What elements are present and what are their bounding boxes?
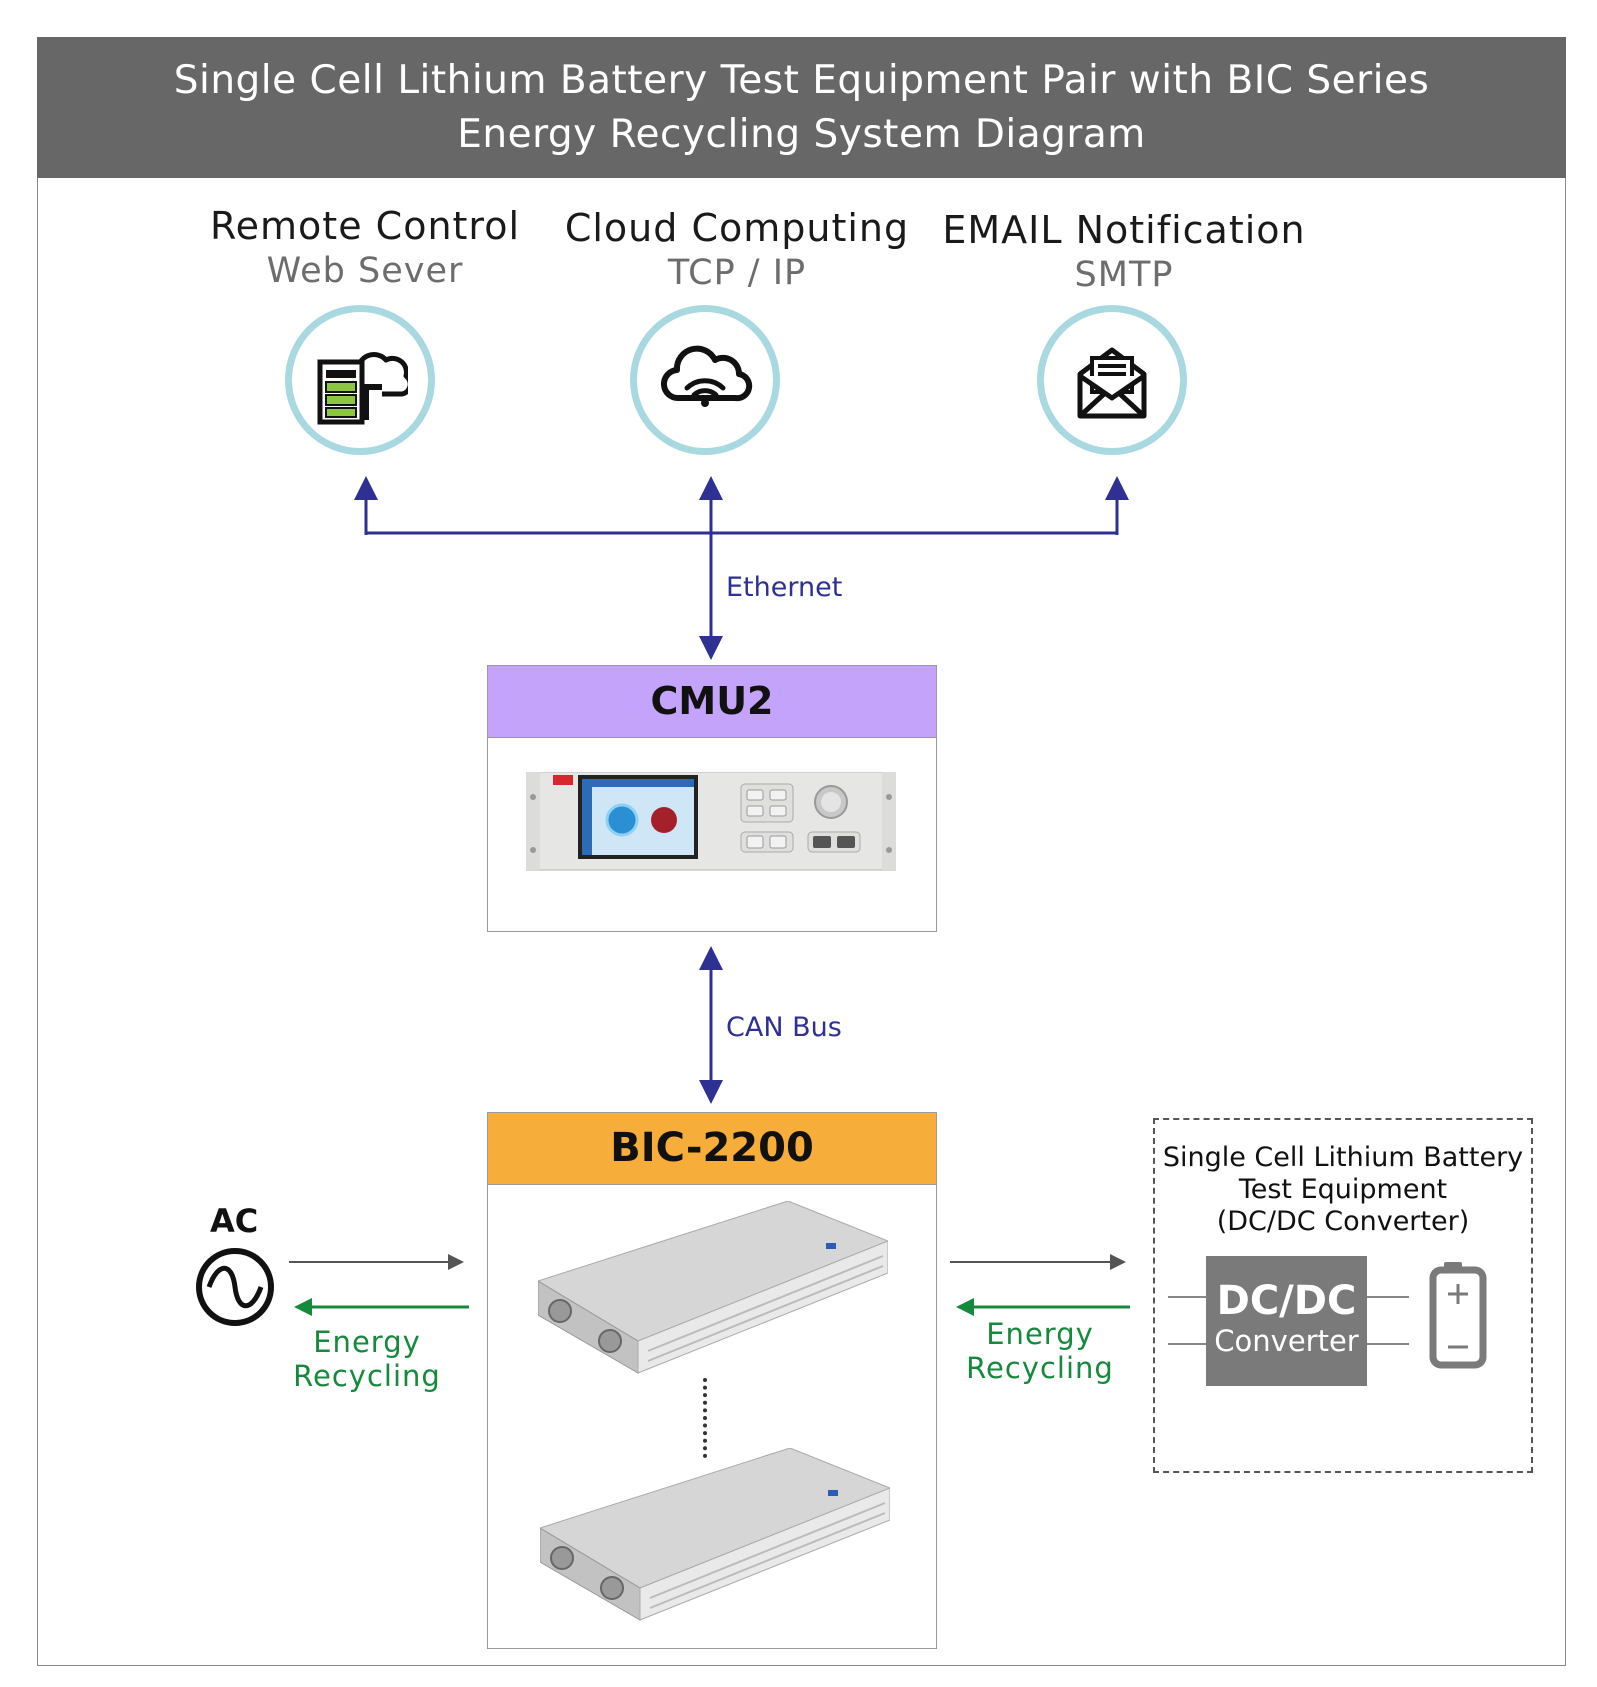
energy-recycling-right-line1: Energy (986, 1317, 1094, 1351)
battery-icon (1429, 1262, 1487, 1369)
ac-label: AC (210, 1202, 259, 1240)
cmu2-box: CMU2 (487, 665, 937, 932)
cmu2-device-image (526, 772, 896, 871)
service-title: Cloud Computing (564, 206, 910, 250)
bic-2200-title: BIC-2200 (488, 1113, 936, 1185)
remote-control-circle (285, 305, 435, 455)
server-cloud-icon (317, 352, 408, 425)
test-equipment-line3: (DC/DC Converter) (1216, 1206, 1470, 1237)
diagram-header: Single Cell Lithium Battery Test Equipme… (37, 37, 1566, 178)
converter-label: Converter (1214, 1324, 1359, 1358)
bic-unit-1-image (538, 1201, 888, 1374)
service-subtitle: Web Sever (266, 251, 464, 291)
test-equipment-box: Single Cell Lithium Battery Test Equipme… (1153, 1118, 1533, 1473)
dcdc-label: DC/DC (1216, 1278, 1357, 1324)
energy-recycling-left-label: Energy Recycling (287, 1325, 447, 1393)
cloud-wifi-icon (660, 345, 753, 407)
title-line-2: Energy Recycling System Diagram (457, 112, 1146, 157)
service-email-notification: EMAIL Notification SMTP (914, 207, 1334, 297)
ethernet-label: Ethernet (726, 572, 843, 603)
can-bus-label: CAN Bus (726, 1012, 842, 1043)
energy-recycling-right-line2: Recycling (966, 1351, 1114, 1385)
energy-recycling-left-line1: Energy (313, 1325, 421, 1359)
envelope-icon (1077, 347, 1147, 419)
dcdc-converter-block: DC/DC Converter (1206, 1256, 1367, 1386)
service-subtitle: SMTP (1074, 255, 1174, 295)
energy-recycling-left-line2: Recycling (293, 1359, 441, 1393)
cloud-computing-circle (630, 305, 780, 455)
service-remote-control: Remote Control Web Sever (155, 203, 575, 293)
bic-2200-box: BIC-2200 (487, 1112, 937, 1649)
service-cloud-computing: Cloud Computing TCP / IP (527, 205, 947, 295)
ethernet-connector (354, 476, 1129, 660)
title-line-1: Single Cell Lithium Battery Test Equipme… (173, 58, 1430, 103)
test-equipment-line2: Test Equipment (1238, 1174, 1448, 1205)
dcdc-leads (1168, 1296, 1409, 1345)
energy-recycling-right-label: Energy Recycling (960, 1317, 1120, 1385)
more-units-ellipsis (703, 1378, 711, 1458)
service-title: EMAIL Notification (942, 208, 1306, 252)
service-subtitle: TCP / IP (667, 253, 807, 293)
cmu2-title: CMU2 (488, 666, 936, 738)
bic-unit-2-image (540, 1448, 890, 1621)
test-equipment-title: Single Cell Lithium Battery Test Equipme… (1155, 1142, 1531, 1238)
service-title: Remote Control (209, 204, 521, 248)
ac-source-icon (196, 1248, 274, 1326)
test-equipment-line1: Single Cell Lithium Battery (1162, 1142, 1524, 1173)
email-notification-circle (1037, 305, 1187, 455)
